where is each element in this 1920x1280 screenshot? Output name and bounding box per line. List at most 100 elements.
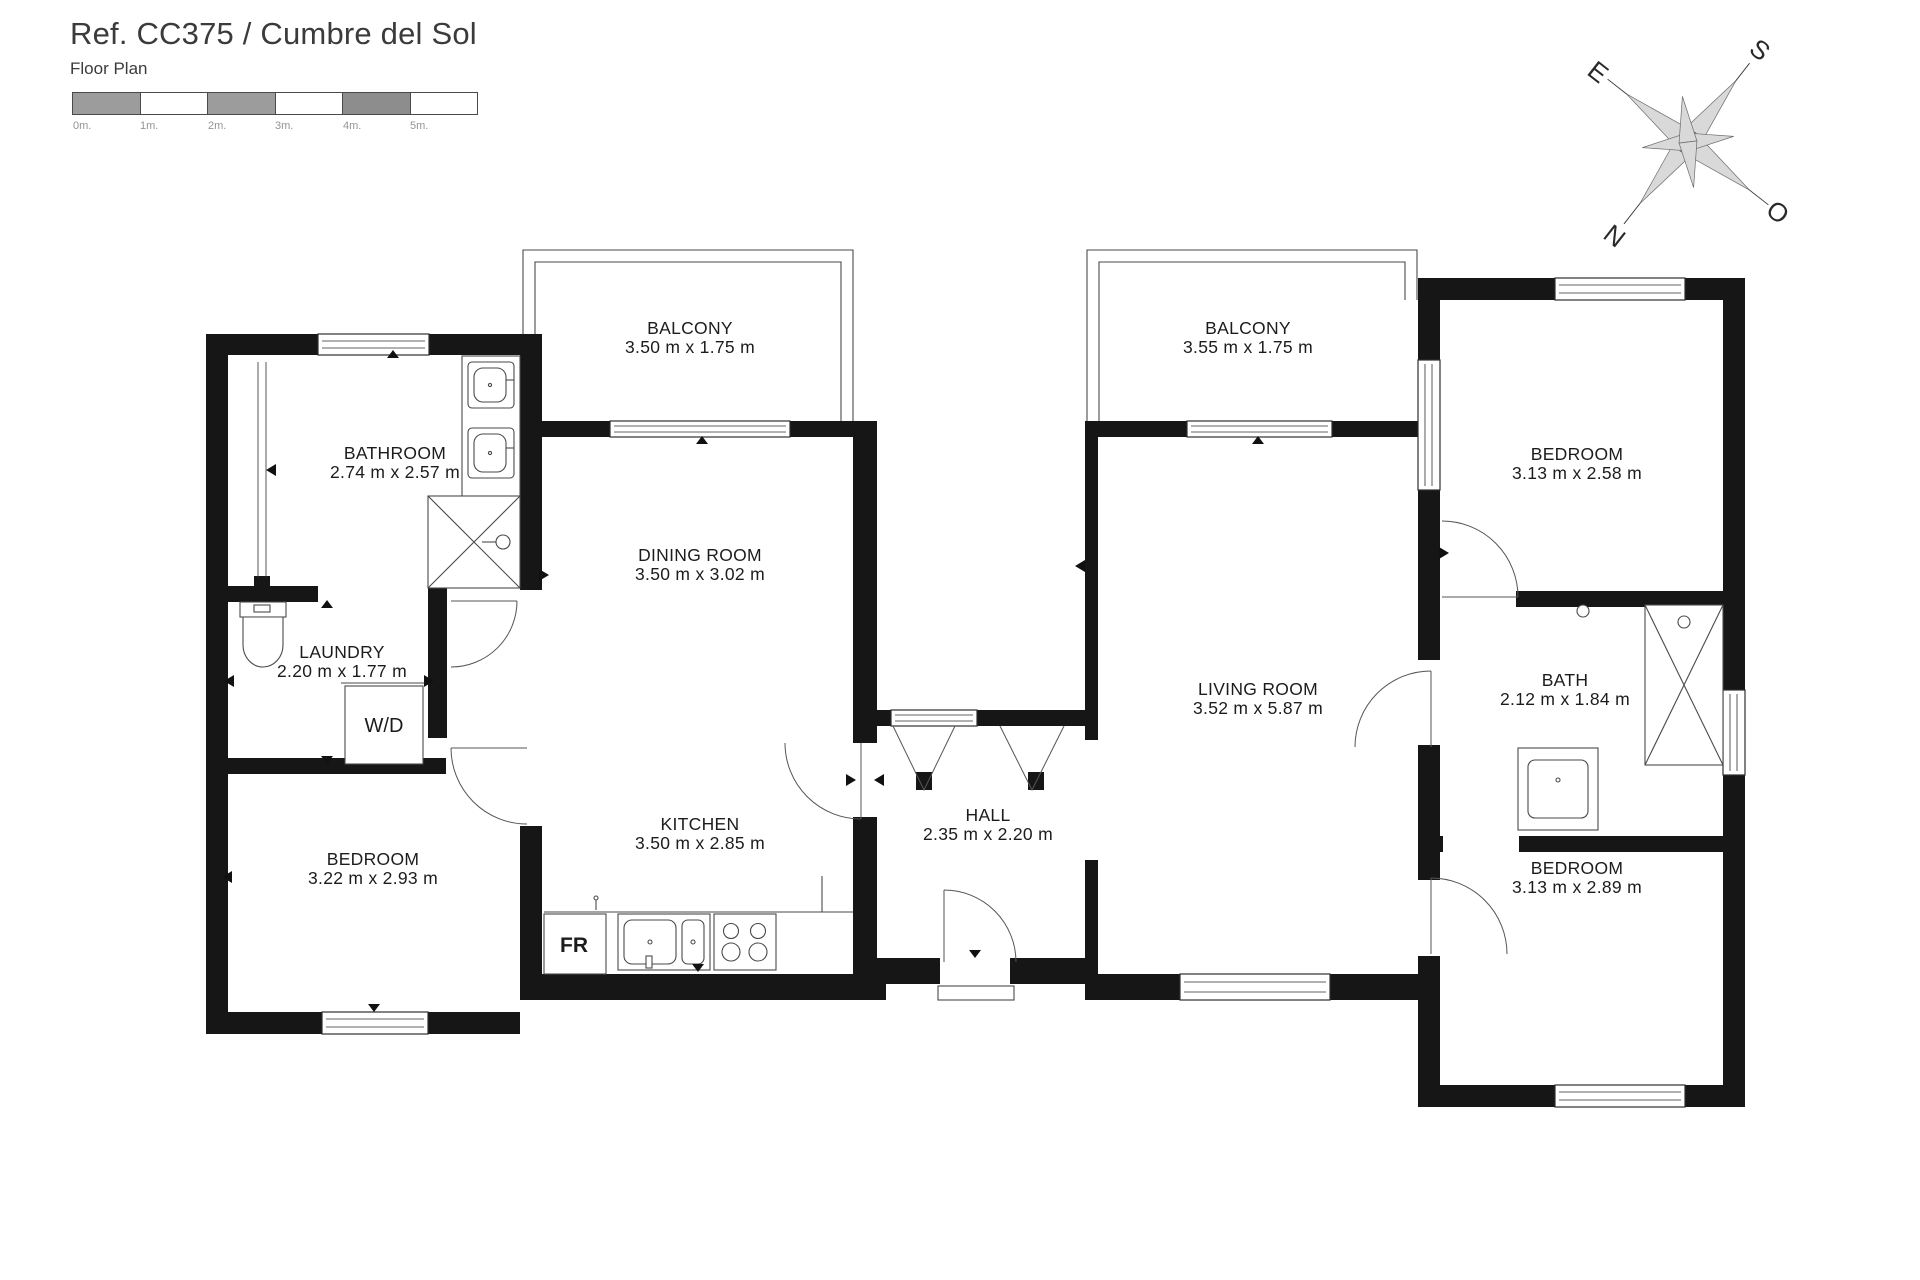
page-subtitle: Floor Plan xyxy=(70,59,148,78)
svg-text:BEDROOM: BEDROOM xyxy=(327,849,420,869)
door-folding-hall-left xyxy=(892,725,956,792)
balcony-right-railing xyxy=(1086,249,1418,421)
svg-text:3.50 m x 2.85 m: 3.50 m x 2.85 m xyxy=(635,833,765,853)
sink xyxy=(467,361,515,409)
scale-segment xyxy=(208,93,276,114)
bath-shower xyxy=(1644,604,1724,766)
compass-south-label: S xyxy=(1744,33,1776,67)
window xyxy=(1554,277,1686,301)
window xyxy=(317,333,430,356)
walls xyxy=(206,278,1745,1107)
window xyxy=(1186,420,1333,438)
svg-text:KITCHEN: KITCHEN xyxy=(661,814,740,834)
svg-text:LIVING ROOM: LIVING ROOM xyxy=(1198,679,1318,699)
svg-text:3.50 m x 1.75 m: 3.50 m x 1.75 m xyxy=(625,337,755,357)
svg-text:3.50 m x 3.02 m: 3.50 m x 3.02 m xyxy=(635,564,765,584)
svg-text:BALCONY: BALCONY xyxy=(647,318,733,338)
svg-text:BEDROOM: BEDROOM xyxy=(1531,444,1624,464)
door-bedroom-top-right xyxy=(1441,520,1519,598)
svg-text:3.13 m x 2.89 m: 3.13 m x 2.89 m xyxy=(1512,877,1642,897)
washer-dryer: W/D xyxy=(341,682,427,765)
door-entry xyxy=(943,889,1017,963)
scale-bar-segments xyxy=(72,92,478,115)
window xyxy=(890,709,978,727)
entry-step xyxy=(937,985,1015,1001)
scale-label: 0m. xyxy=(73,120,92,132)
door-bedroom-bottom-right xyxy=(1430,877,1508,955)
fridge-label: FR xyxy=(560,934,588,957)
windows xyxy=(257,277,1746,1108)
scale-segment xyxy=(140,93,208,114)
svg-text:3.55 m x 1.75 m: 3.55 m x 1.75 m xyxy=(1183,337,1313,357)
shower xyxy=(427,495,521,589)
fridge: FR xyxy=(543,895,607,975)
window xyxy=(1417,359,1441,491)
window xyxy=(1554,1084,1686,1108)
scale-bar: 0m. 1m. 2m. 3m. 4m. 5m. xyxy=(72,92,478,136)
door-bath xyxy=(1354,670,1432,748)
sliding-door-track xyxy=(257,362,267,578)
scale-segment xyxy=(275,93,343,114)
bathroom-sink-counter xyxy=(461,355,521,501)
window xyxy=(609,420,791,438)
window xyxy=(1722,689,1746,776)
svg-text:BATH: BATH xyxy=(1542,670,1589,690)
scale-label: 2m. xyxy=(208,120,227,132)
scale-label: 4m. xyxy=(343,120,362,132)
door-bedroom-left xyxy=(450,747,528,825)
door-kitchen-hall xyxy=(784,742,862,820)
kitchen-counter: FR xyxy=(543,876,853,975)
svg-text:3.52 m x 5.87 m: 3.52 m x 5.87 m xyxy=(1193,698,1323,718)
window xyxy=(321,1011,429,1035)
compass-rose-icon: S N E O xyxy=(1582,33,1795,254)
sink xyxy=(467,427,515,479)
window xyxy=(1179,973,1331,1001)
scale-label: 3m. xyxy=(275,120,294,132)
toilet xyxy=(239,601,287,668)
scale-segment xyxy=(410,93,477,114)
svg-text:3.22 m x 2.93 m: 3.22 m x 2.93 m xyxy=(308,868,438,888)
svg-text:2.20 m x 1.77 m: 2.20 m x 1.77 m xyxy=(277,661,407,681)
bath-sink xyxy=(1517,747,1599,831)
kitchen-sink xyxy=(617,913,711,971)
scale-label: 5m. xyxy=(410,120,429,132)
compass-north-label: N xyxy=(1598,218,1631,253)
svg-text:HALL: HALL xyxy=(966,805,1011,825)
scale-segment xyxy=(343,93,411,114)
svg-text:BEDROOM: BEDROOM xyxy=(1531,858,1624,878)
stove xyxy=(713,913,777,971)
door-folding-hall-right xyxy=(999,725,1065,792)
svg-text:3.13 m x 2.58 m: 3.13 m x 2.58 m xyxy=(1512,463,1642,483)
svg-text:DINING ROOM: DINING ROOM xyxy=(638,545,762,565)
bath-fixture xyxy=(1576,604,1590,618)
header: Ref. CC375 / Cumbre del Sol Floor Plan xyxy=(70,16,477,79)
door-laundry xyxy=(450,600,518,668)
svg-text:BALCONY: BALCONY xyxy=(1205,318,1291,338)
compass-west-label: O xyxy=(1761,194,1795,230)
svg-text:BATHROOM: BATHROOM xyxy=(344,443,446,463)
scale-segment xyxy=(73,93,141,114)
svg-text:2.12 m x 1.84 m: 2.12 m x 1.84 m xyxy=(1500,689,1630,709)
doors xyxy=(450,520,1519,963)
svg-text:2.35 m x 2.20 m: 2.35 m x 2.20 m xyxy=(923,824,1053,844)
scale-bar-labels: 0m. 1m. 2m. 3m. 4m. 5m. xyxy=(72,120,478,136)
compass-east-label: E xyxy=(1582,55,1614,89)
scale-label: 1m. xyxy=(140,120,159,132)
page-title: Ref. CC375 / Cumbre del Sol xyxy=(70,16,477,51)
direction-markers xyxy=(222,350,1449,1012)
